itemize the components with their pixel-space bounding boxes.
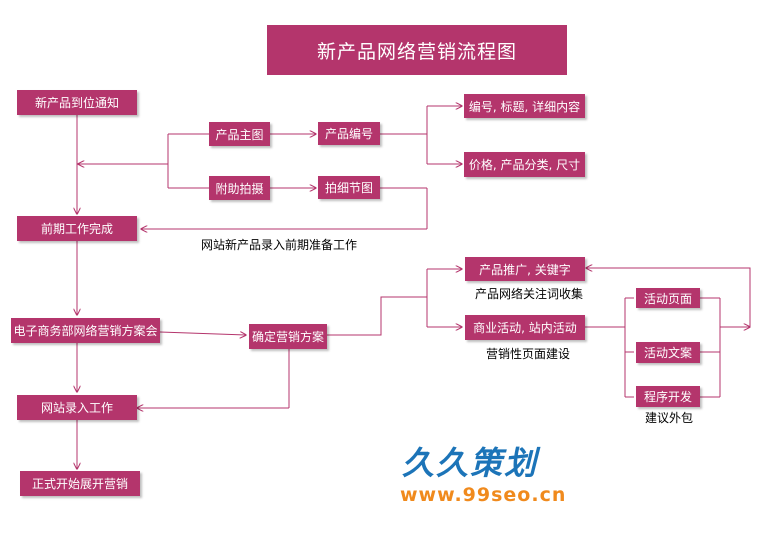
label-outsource-note: 建议外包 <box>645 411 694 425</box>
node-site-entry: 网站录入工作 <box>17 395 137 420</box>
node-plan-meeting: 电子商务部网络营销方案会 <box>11 318 160 343</box>
line-back-to-promo <box>586 268 751 327</box>
node-arrival: 新产品到位通知 <box>17 90 137 115</box>
line-confirm-up <box>327 296 427 336</box>
node-prep-done: 前期工作完成 <box>17 216 137 241</box>
node-price-category: 价格, 产品分类, 尺寸 <box>464 152 585 177</box>
node-promo-keywords: 产品推广, 关键字 <box>465 257 585 281</box>
node-program-dev: 程序开发 <box>636 386 700 407</box>
node-code-title: 编号, 标题, 详细内容 <box>464 94 585 118</box>
node-product-code: 产品编号 <box>318 122 380 145</box>
node-start-marketing: 正式开始展开营销 <box>20 471 140 496</box>
node-confirm-plan: 确定营销方案 <box>249 324 327 349</box>
line-meeting-to-confirm <box>159 332 246 335</box>
node-event-copy: 活动文案 <box>636 342 700 363</box>
node-event-page: 活动页面 <box>636 288 700 308</box>
node-detail-photo: 拍细节图 <box>318 176 380 199</box>
label-page-note: 营销性页面建设 <box>486 347 571 361</box>
node-main-image: 产品主图 <box>209 122 270 146</box>
logo-wordmark: 久久策划 <box>402 444 539 482</box>
node-commerce-events: 商业活动, 站内活动 <box>465 315 585 340</box>
label-prep-note: 网站新产品录入前期准备工作 <box>201 238 358 252</box>
node-aux-photo: 附助拍摄 <box>209 176 270 200</box>
label-keyword-note: 产品网络关注词收集 <box>475 287 584 301</box>
logo-url: www.99seo.cn <box>400 484 567 506</box>
page-title: 新产品网络营销流程图 <box>267 25 567 75</box>
